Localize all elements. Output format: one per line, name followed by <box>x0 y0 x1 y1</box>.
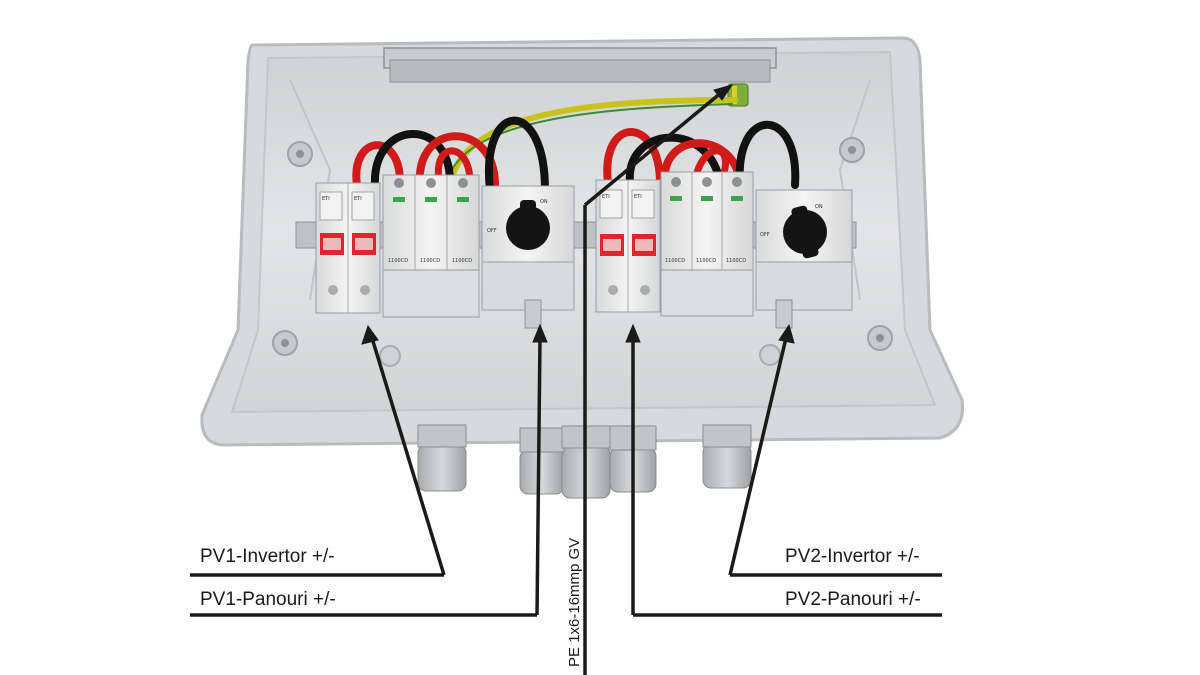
spd-code-6: 1100CD <box>726 258 746 264</box>
spd-code-5: 1100CD <box>696 258 716 264</box>
pv2-module-group: ETI ETI 1100CD 1100CD 1100CD ON <box>595 171 853 329</box>
spd-code-2: 1100CD <box>420 258 440 264</box>
screw-posts <box>272 137 893 367</box>
pv1-panouri-arrowhead <box>532 323 548 343</box>
leader-lines <box>190 84 942 675</box>
fuse-brand-text-2: ETI <box>354 196 362 202</box>
fuse-brand-text-1: ETI <box>322 196 330 202</box>
pv1-module-group: ETI ETI 1100CD 1100CD 1100CD <box>315 174 575 329</box>
pv1-fuse-holders: ETI ETI <box>315 182 381 314</box>
pv1-panouri-leader <box>535 337 542 616</box>
pv2-invertor-leader <box>728 337 788 576</box>
switch-off-text-2: OFF <box>760 232 770 238</box>
pv1-dc-isolator: ON OFF <box>481 185 575 329</box>
pv2-panouri-label: PV2-Panouri +/- <box>785 589 921 610</box>
pv2-dc-isolator: ON OFF <box>755 189 853 329</box>
pe-leader-diag <box>583 90 724 207</box>
spd-code-1: 1100CD <box>388 258 408 264</box>
pv2-surge-protector: 1100CD 1100CD 1100CD <box>660 171 754 317</box>
pe-cable-label: PE 1x6-16mmp GV <box>566 537 583 667</box>
spd-code-3: 1100CD <box>452 258 472 264</box>
switch-on-text-2: ON <box>815 204 823 210</box>
pv1-panouri-label: PV1-Panouri +/- <box>200 589 336 610</box>
fuse-brand-text-3: ETI <box>602 194 610 200</box>
spd-code-4: 1100CD <box>665 258 685 264</box>
pe-arrowhead <box>713 84 734 101</box>
pv1-invertor-leader <box>370 337 446 576</box>
pv1-invertor-label: PV1-Invertor +/- <box>200 546 335 567</box>
switch-on-text-1: ON <box>540 199 548 205</box>
pv2-invertor-arrowhead <box>778 323 795 344</box>
pv2-invertor-label: PV2-Invertor +/- <box>785 546 920 567</box>
switch-off-text-1: OFF <box>487 228 497 234</box>
pv1-invertor-arrowhead <box>361 324 379 345</box>
pv2-fuse-holders: ETI ETI <box>595 179 661 313</box>
fuse-brand-text-4: ETI <box>634 194 642 200</box>
pv1-surge-protector: 1100CD 1100CD 1100CD <box>382 174 480 318</box>
pv2-panouri-arrowhead <box>625 323 641 343</box>
earth-terminal-bar <box>383 47 777 107</box>
